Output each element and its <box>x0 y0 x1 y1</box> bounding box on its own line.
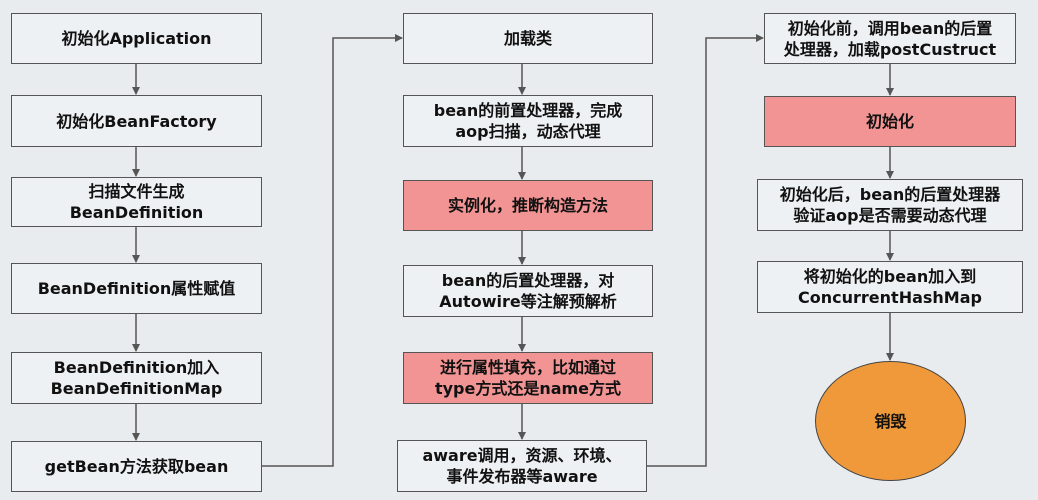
node-beandefinition-map: BeanDefinition加入 BeanDefinitionMap <box>11 352 262 404</box>
edge-aware-to-before-init <box>647 34 764 467</box>
node-populate: 进行属性填充，比如通过 type方式还是name方式 <box>403 352 653 404</box>
node-after-init: 初始化后，bean的后置处理器 验证aop是否需要动态代理 <box>757 179 1023 231</box>
node-getbean: getBean方法获取bean <box>11 441 262 492</box>
node-init: 初始化 <box>764 96 1016 147</box>
node-scan-files: 扫描文件生成 BeanDefinition <box>11 177 262 227</box>
edge-get-bean-to-load-class <box>262 34 403 467</box>
node-init-application: 初始化Application <box>11 13 262 64</box>
node-destroy: 销毁 <box>815 361 966 481</box>
node-aware: aware调用，资源、环境、 事件发布器等aware <box>397 440 647 492</box>
node-instantiate: 实例化，推断构造方法 <box>403 180 653 231</box>
node-post-processor-autowire: bean的后置处理器，对 Autowire等注解预解析 <box>403 265 653 317</box>
node-init-beanfactory: 初始化BeanFactory <box>11 95 262 147</box>
node-pre-processor: bean的前置处理器，完成 aop扫描，动态代理 <box>403 95 653 147</box>
node-beandefinition-attr: BeanDefinition属性赋值 <box>11 263 262 314</box>
node-add-map: 将初始化的bean加入到 ConcurrentHashMap <box>757 261 1023 313</box>
node-load-class: 加载类 <box>403 13 653 64</box>
node-before-init: 初始化前，调用bean的后置 处理器，加载postCustruct <box>764 13 1016 64</box>
